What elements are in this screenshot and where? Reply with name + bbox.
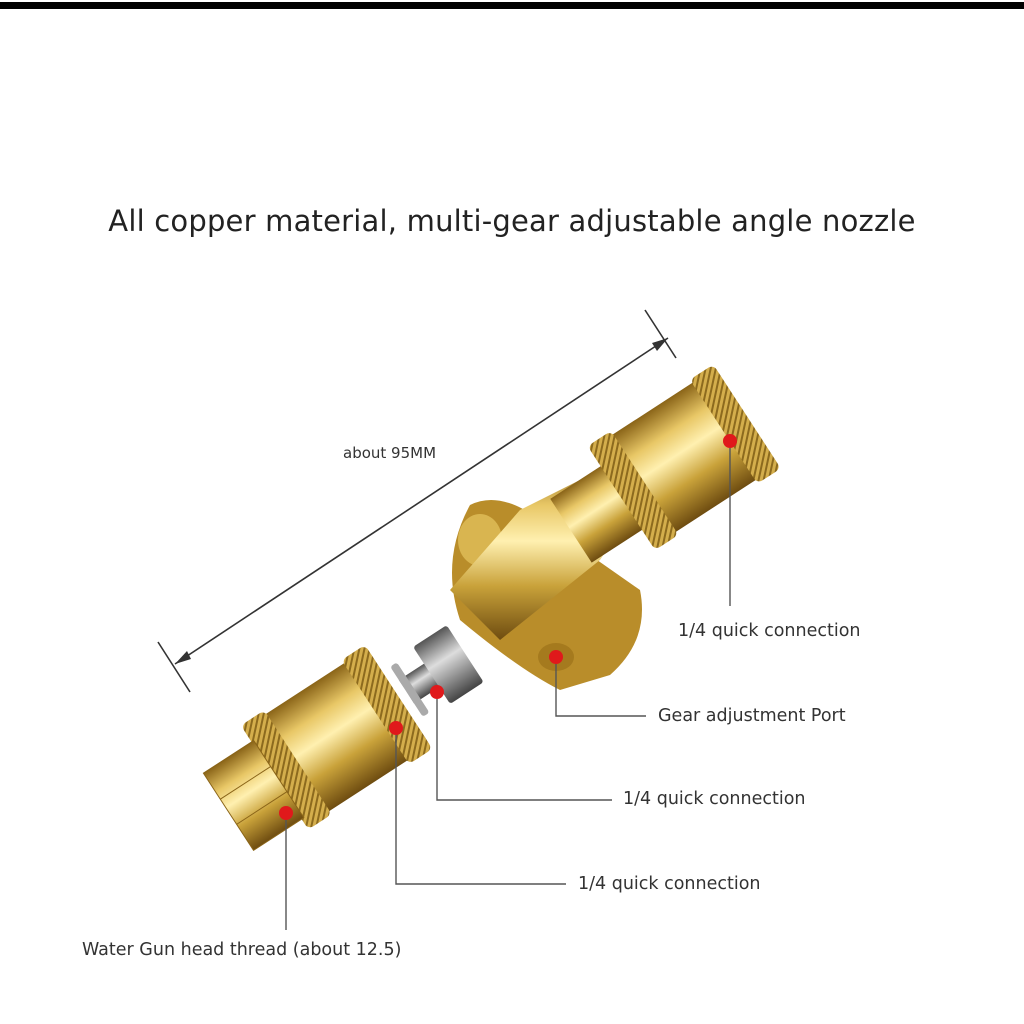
leader-lines bbox=[285, 448, 731, 930]
marker-dot bbox=[549, 650, 563, 664]
right-quick-coupler bbox=[550, 366, 779, 563]
top-border-bar bbox=[0, 2, 1024, 9]
marker-dot bbox=[389, 721, 403, 735]
marker-dot bbox=[279, 806, 293, 820]
dimension-line bbox=[157, 309, 677, 693]
callout-label-gear-port: Gear adjustment Port bbox=[658, 706, 846, 726]
callout-markers bbox=[279, 434, 737, 820]
left-quick-coupler bbox=[243, 647, 431, 828]
callout-label-nut-coupler: 1/4 quick connection bbox=[623, 789, 806, 809]
page-title: All copper material, multi-gear adjustab… bbox=[108, 204, 916, 238]
hex-nut bbox=[391, 626, 483, 716]
marker-dot bbox=[723, 434, 737, 448]
dimension-label: about 95MM bbox=[343, 444, 436, 462]
callout-label-left-coupler: 1/4 quick connection bbox=[578, 874, 761, 894]
callout-label-right-coupler: 1/4 quick connection bbox=[678, 621, 861, 641]
water-gun-thread bbox=[202, 739, 305, 852]
callout-label-thread: Water Gun head thread (about 12.5) bbox=[82, 940, 401, 960]
marker-dot bbox=[430, 685, 444, 699]
